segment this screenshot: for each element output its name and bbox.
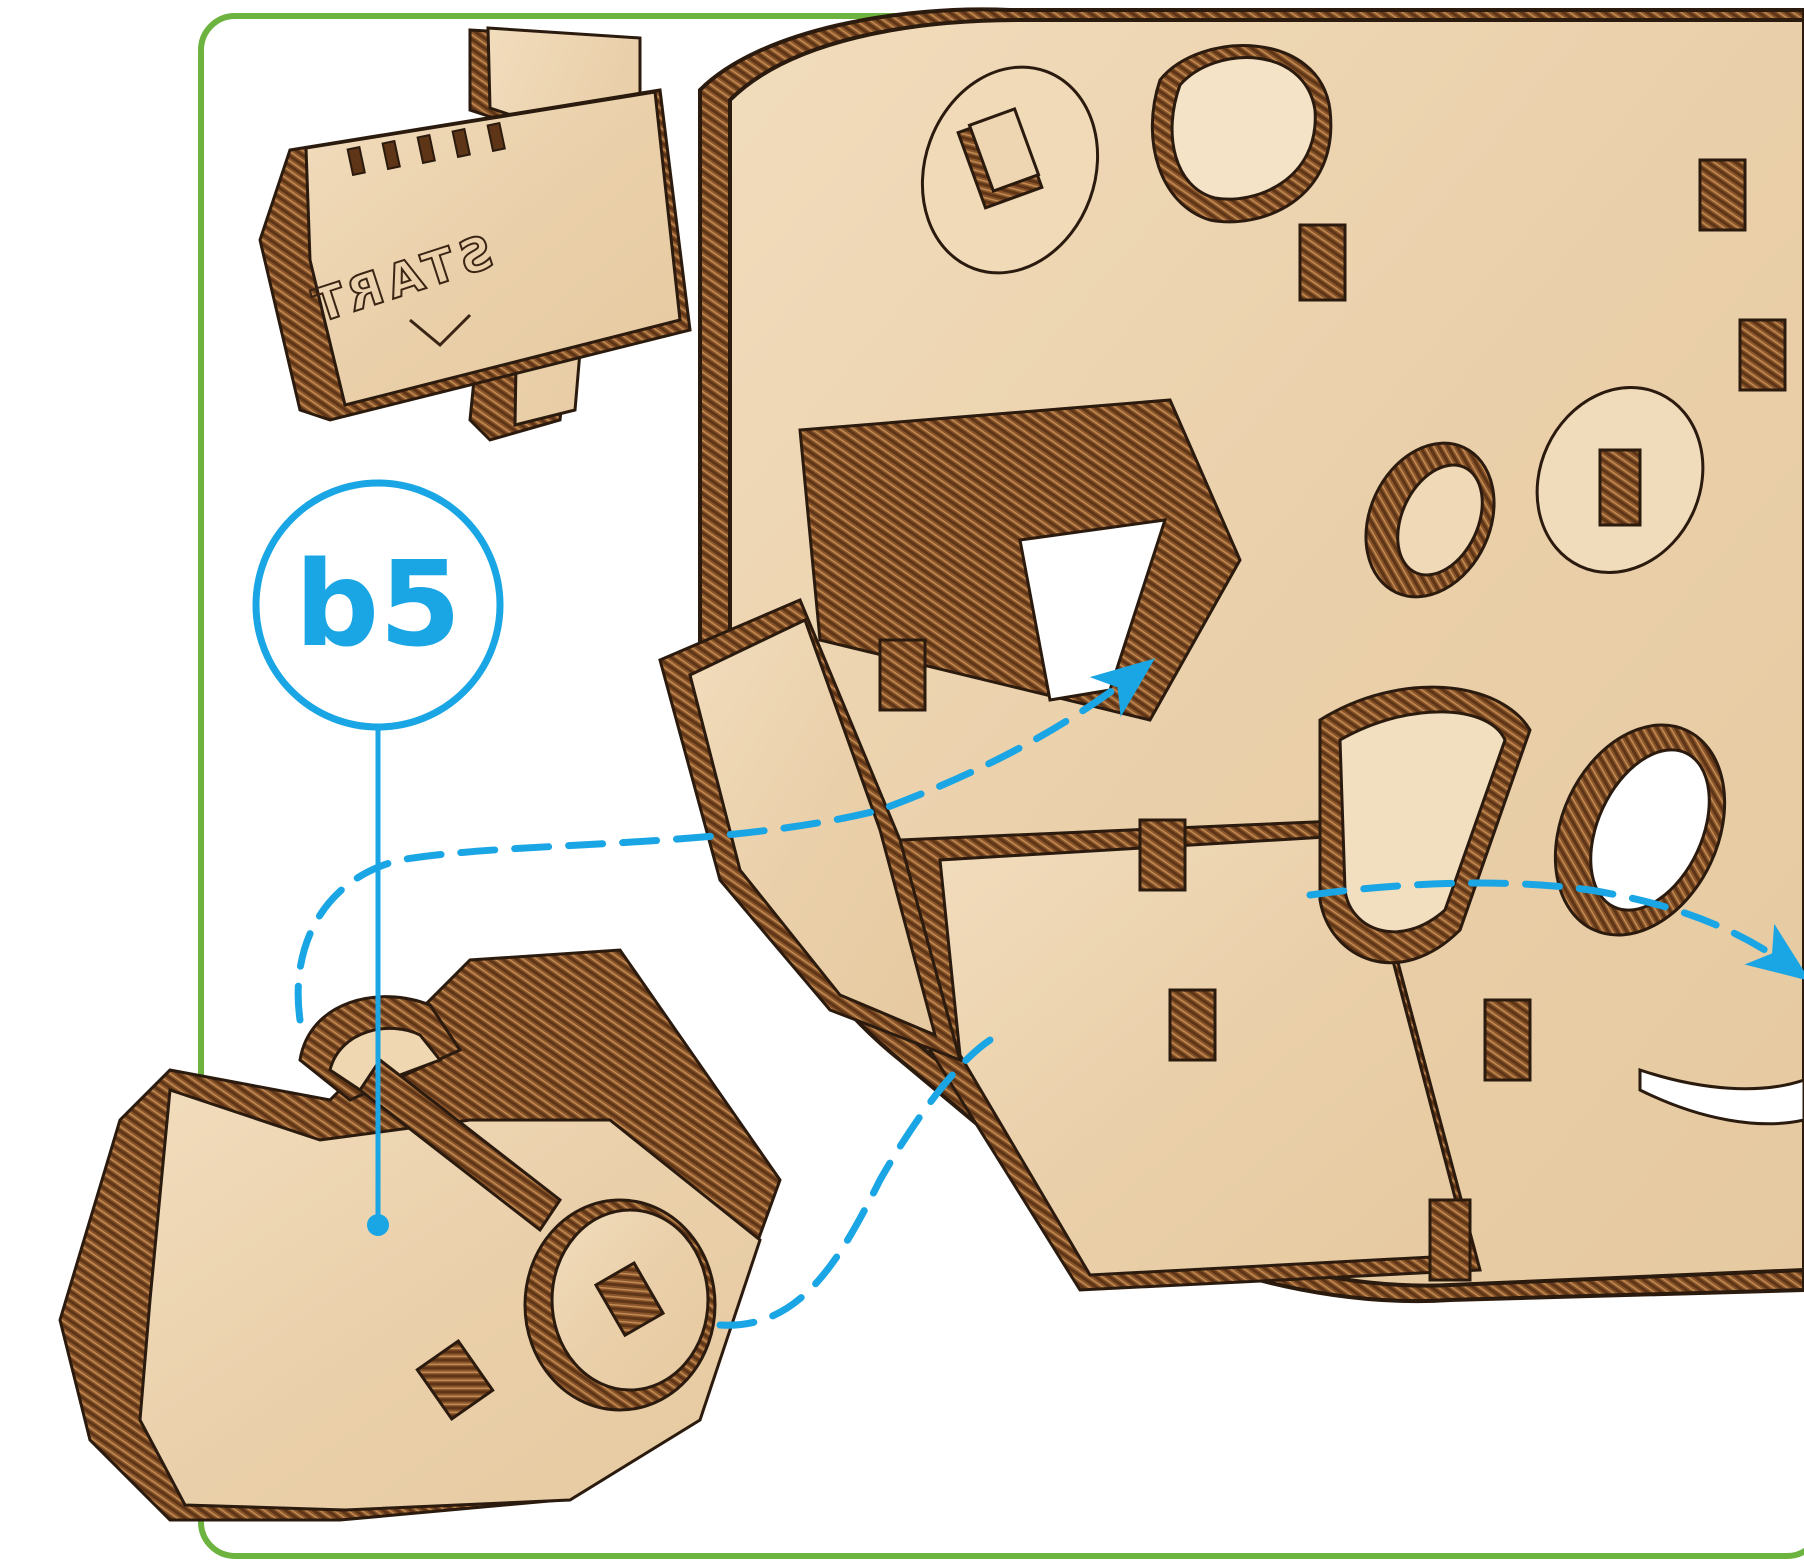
start-tab-piece: START (260, 28, 690, 440)
callout-anchor-dot (367, 1214, 389, 1236)
callout-label: b5 (295, 535, 462, 673)
b5-piece (60, 950, 780, 1520)
